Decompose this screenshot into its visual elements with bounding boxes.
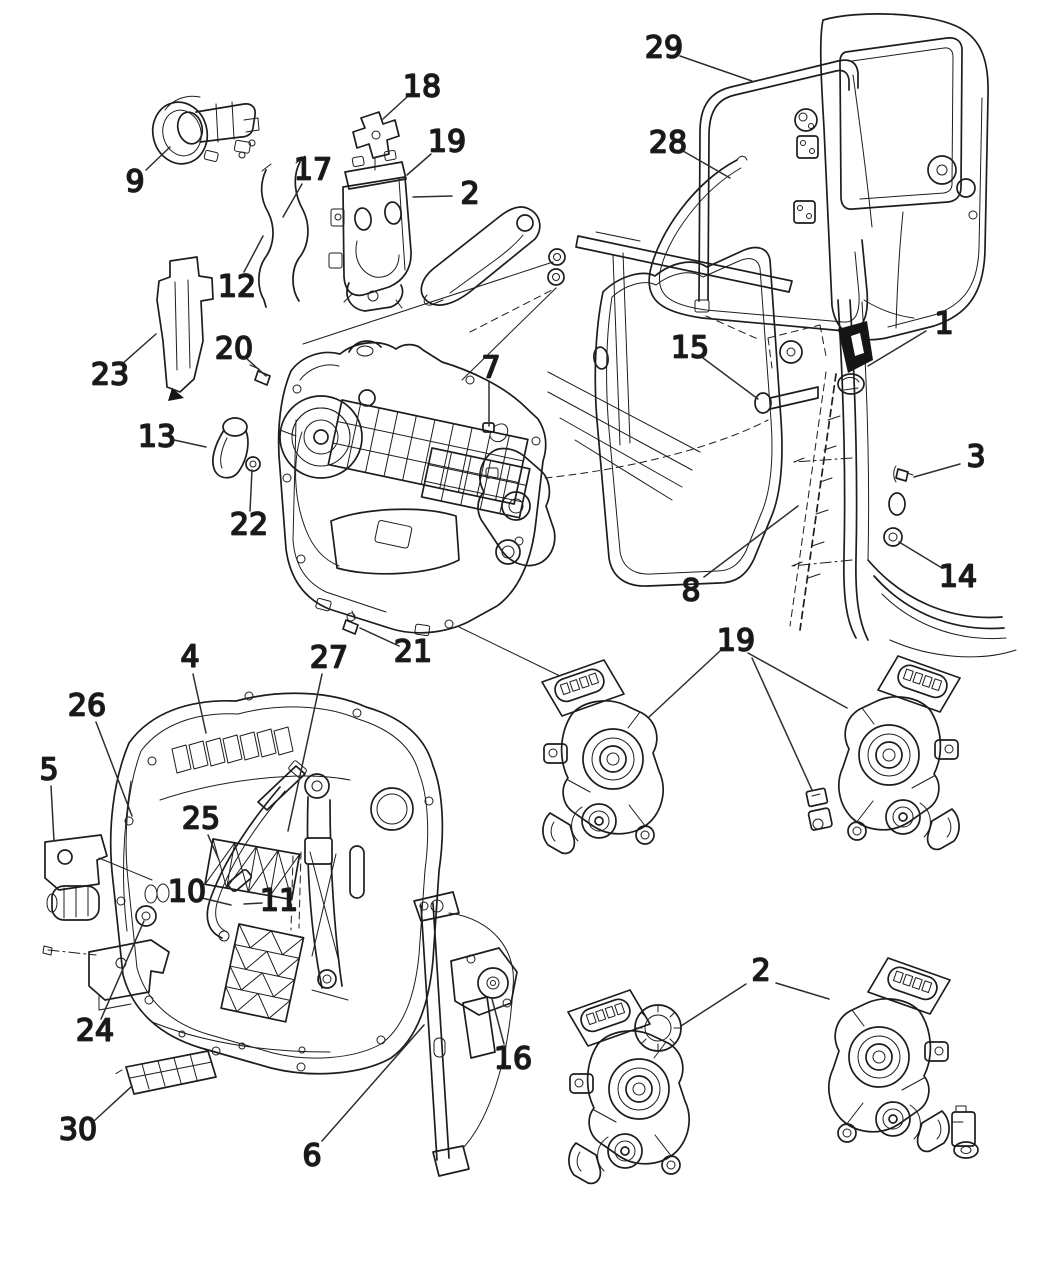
callout-leader-line bbox=[282, 183, 303, 218]
lower-grille-drawing bbox=[111, 1050, 217, 1095]
callout-label-10: 10 bbox=[168, 875, 206, 910]
callout-leader-line bbox=[703, 505, 799, 578]
door-module-drawing bbox=[249, 261, 769, 677]
callout-label-26: 26 bbox=[68, 689, 106, 724]
callout-leader-line bbox=[93, 1085, 133, 1122]
latch-2-left-drawing bbox=[567, 989, 691, 1185]
callout-label-14: 14 bbox=[939, 560, 977, 595]
callout-label-19: 19 bbox=[717, 624, 755, 659]
canister-clip-drawing bbox=[951, 1105, 979, 1159]
callout-leader-line bbox=[245, 357, 267, 377]
inner-handle-drawing bbox=[151, 95, 260, 165]
callout-leader-line bbox=[121, 333, 157, 365]
callout-label-22: 22 bbox=[230, 508, 268, 543]
callout-label-9: 9 bbox=[125, 165, 144, 200]
callout-label-5: 5 bbox=[39, 753, 58, 788]
callout-leader-line bbox=[747, 652, 848, 709]
callout-label-28: 28 bbox=[649, 126, 687, 161]
callout-leader-line bbox=[648, 650, 721, 718]
body-aperture-drawing bbox=[469, 231, 793, 587]
callout-label-24: 24 bbox=[76, 1014, 114, 1049]
callout-label-15: 15 bbox=[671, 331, 709, 366]
callout-leader-line bbox=[95, 721, 133, 817]
watershield-drawing bbox=[156, 256, 214, 401]
door-seal-drawing bbox=[648, 155, 869, 332]
callout-leader-line bbox=[382, 96, 408, 120]
rear-latch-left-drawing bbox=[541, 659, 665, 855]
hinge-brackets-drawing bbox=[42, 834, 170, 1011]
latch-2-right-drawing bbox=[827, 957, 951, 1153]
b-pillar-drawing bbox=[705, 299, 1017, 658]
latch-clip-drawing bbox=[352, 111, 400, 171]
callout-leader-line bbox=[406, 153, 432, 176]
striker-clip-drawing bbox=[805, 787, 833, 831]
callout-leader-line bbox=[775, 982, 830, 1000]
callout-label-13: 13 bbox=[138, 420, 176, 455]
front-latch-drawing bbox=[328, 149, 412, 312]
rear-latch-right-drawing bbox=[837, 655, 961, 851]
callout-label-16: 16 bbox=[494, 1042, 532, 1077]
callout-label-6: 6 bbox=[302, 1139, 321, 1174]
callout-label-7: 7 bbox=[481, 351, 500, 386]
callout-leader-line bbox=[249, 469, 253, 512]
callout-leader-line bbox=[867, 330, 927, 367]
window-crank-drawing bbox=[212, 417, 261, 479]
callout-leader-line bbox=[679, 55, 753, 82]
callout-leader-line bbox=[359, 627, 400, 647]
callout-label-4: 4 bbox=[180, 640, 199, 675]
callout-label-11: 11 bbox=[260, 884, 298, 919]
callout-leader-line bbox=[412, 195, 453, 198]
callout-label-21: 21 bbox=[394, 635, 432, 670]
glass-run-weatherstrip-drawing bbox=[694, 59, 873, 313]
rear-panel-drawing bbox=[109, 691, 444, 1075]
callout-leader-line bbox=[207, 834, 220, 861]
callout-leader-line bbox=[751, 657, 813, 791]
callout-label-12: 12 bbox=[218, 270, 256, 305]
callout-label-18: 18 bbox=[403, 70, 441, 105]
callout-leader-line bbox=[491, 998, 505, 1045]
callout-leader-line bbox=[243, 235, 264, 273]
callout-leader-line bbox=[145, 146, 171, 171]
callout-leader-line bbox=[680, 983, 747, 1027]
lock-rods-drawing bbox=[258, 155, 309, 308]
callout-leader-line bbox=[243, 902, 263, 905]
callout-leader-line bbox=[898, 541, 943, 569]
front-door-shell-drawing bbox=[793, 13, 989, 341]
callout-leader-line bbox=[682, 150, 731, 179]
callout-label-3: 3 bbox=[966, 440, 985, 475]
callout-label-29: 29 bbox=[645, 31, 683, 66]
callout-label-1: 1 bbox=[934, 307, 953, 342]
front-regulator-drawing bbox=[413, 891, 518, 1177]
callout-label-20: 20 bbox=[215, 332, 253, 367]
callout-label-30: 30 bbox=[59, 1113, 97, 1148]
callout-leader-line bbox=[321, 1024, 425, 1142]
callout-label-2: 2 bbox=[751, 954, 770, 989]
callout-label-23: 23 bbox=[91, 358, 129, 393]
callout-label-19: 19 bbox=[428, 125, 466, 160]
callout-leader-line bbox=[50, 785, 55, 842]
callout-leader-line bbox=[287, 673, 323, 832]
callout-leader-line bbox=[201, 897, 232, 906]
callout-label-2: 2 bbox=[460, 177, 479, 212]
callout-leader-line bbox=[173, 439, 207, 448]
callout-leader-line bbox=[913, 463, 961, 478]
check-strap-bracket-drawing bbox=[420, 206, 541, 306]
callout-leader-line bbox=[192, 673, 207, 734]
callout-label-17: 17 bbox=[294, 153, 332, 188]
callout-leader-line bbox=[702, 357, 759, 400]
callout-label-25: 25 bbox=[182, 802, 220, 837]
callout-label-27: 27 bbox=[310, 641, 348, 676]
callout-label-8: 8 bbox=[681, 574, 700, 609]
callout-leader-line bbox=[100, 920, 145, 1020]
